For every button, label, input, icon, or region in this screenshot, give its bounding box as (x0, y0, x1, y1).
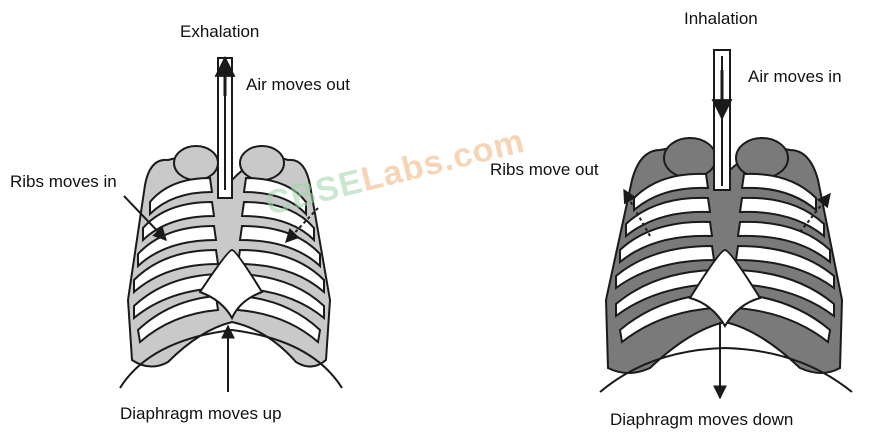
exhalation-chest (120, 58, 342, 392)
inhalation-chest (600, 50, 852, 398)
right-lung-top-right (736, 138, 788, 178)
inhalation-ribs-label: Ribs move out (490, 160, 599, 180)
inhalation-diaphragm-label: Diaphragm moves down (610, 410, 793, 430)
exhalation-air-label: Air moves out (246, 75, 350, 95)
left-lung-top-right (240, 146, 284, 180)
inhalation-air-label: Air moves in (748, 67, 842, 87)
right-lung-top-left (664, 138, 716, 178)
exhalation-title: Exhalation (180, 22, 259, 42)
exhalation-diaphragm-label: Diaphragm moves up (120, 404, 282, 424)
exhalation-ribs-label: Ribs moves in (10, 172, 117, 192)
inhalation-title: Inhalation (684, 9, 758, 29)
left-lung-top-left (174, 146, 218, 180)
